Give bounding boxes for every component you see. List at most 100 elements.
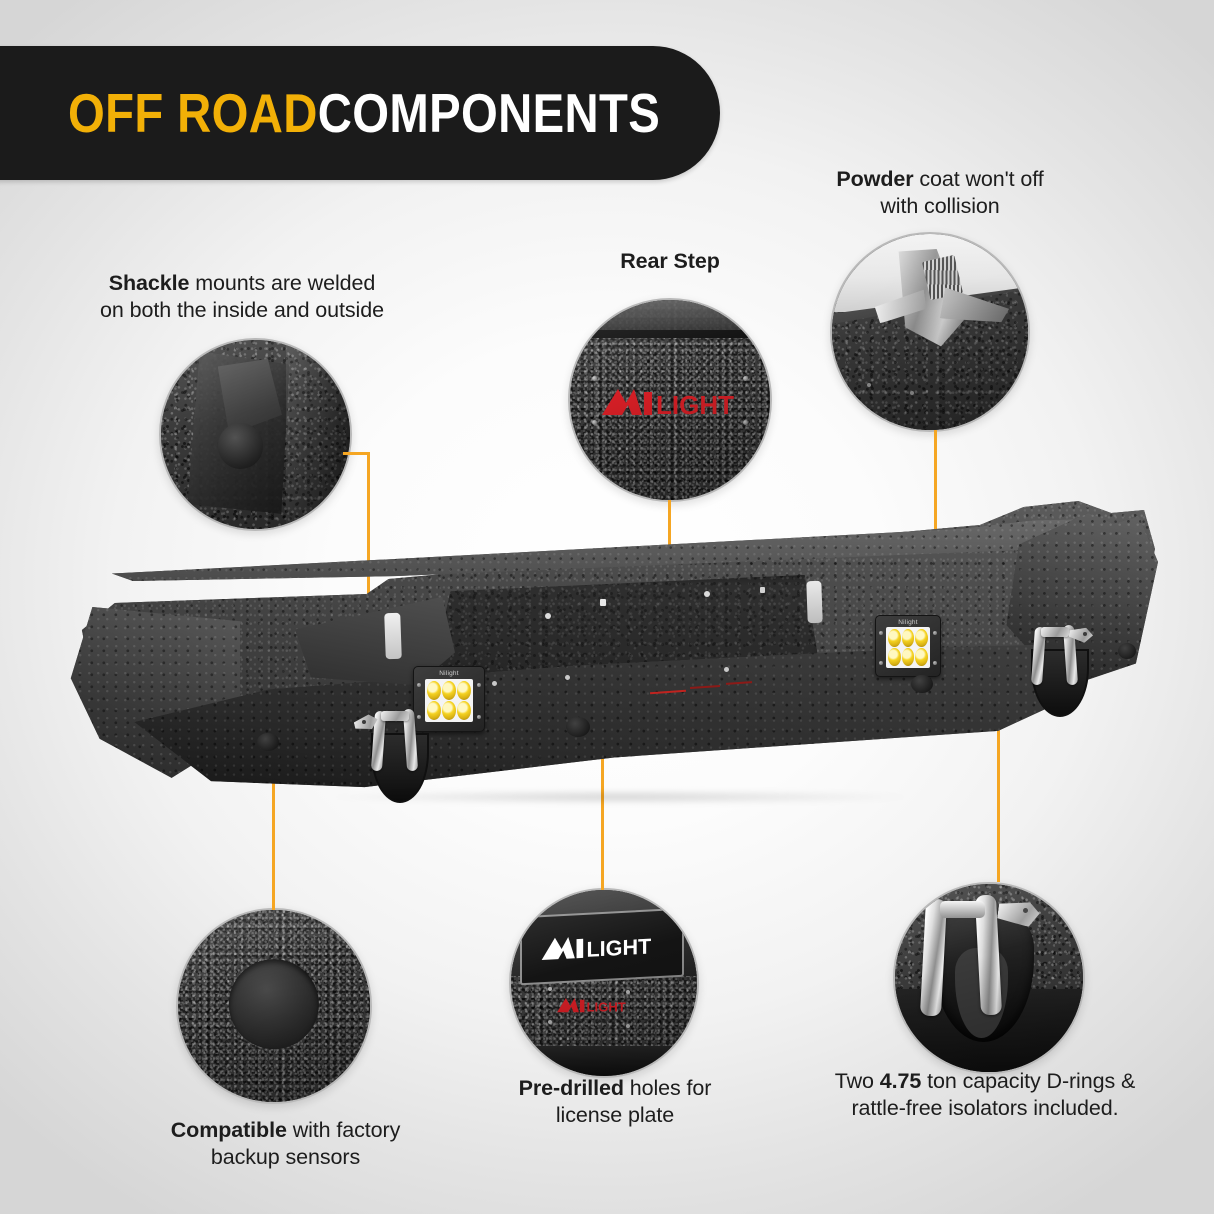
detail-circle-powder-coat xyxy=(830,232,1030,432)
step-screw xyxy=(743,376,748,381)
callout-label-powder-coat: Powder coat won't off with collision xyxy=(790,166,1090,220)
predrilled-hole xyxy=(545,613,551,619)
callout-label-shackle: Shackle mounts are welded on both the in… xyxy=(52,270,432,324)
callout-rest-license-plate: holes for license plate xyxy=(555,1076,712,1128)
callout-label-d-rings: Two 4.75 ton capacity D-rings & rattle-f… xyxy=(795,1068,1175,1122)
predrilled-hole xyxy=(760,587,765,593)
circle-shading xyxy=(895,884,1083,1072)
license-slot-left xyxy=(384,612,402,660)
product-shadow xyxy=(210,787,1030,807)
predrilled-hole xyxy=(724,667,729,672)
plate-lower-shade xyxy=(511,1046,697,1076)
led-bulb xyxy=(901,648,915,666)
detail-circle-rear-step: LIGHT xyxy=(568,298,772,502)
pod-screw xyxy=(933,631,937,635)
svg-text:LIGHT: LIGHT xyxy=(586,1000,625,1015)
led-bulb xyxy=(457,681,471,700)
d-ring-shackle-left xyxy=(353,707,445,812)
callout-bold-powder-coat: Powder xyxy=(836,167,914,191)
callout-rest-shackle: mounts are welded on both the inside and… xyxy=(100,271,384,323)
predrilled-hole xyxy=(492,681,497,686)
page-title: OFF ROADCOMPONENTS xyxy=(68,85,660,141)
detail-circle-license-plate: LIGHT LIGHT xyxy=(509,888,699,1078)
led-bulb xyxy=(901,629,915,647)
backup-sensor-hole-left xyxy=(257,733,279,751)
callout-label-rear-step: Rear Step xyxy=(565,248,775,275)
led-bulb xyxy=(427,681,441,700)
led-pod-face-left xyxy=(425,679,473,722)
callout-bold-rear-step: Rear Step xyxy=(620,249,720,273)
callout-prefix-d-rings: Two xyxy=(834,1069,880,1093)
surface-screw xyxy=(910,390,915,395)
led-pod-right: Nilight xyxy=(875,615,941,677)
predrilled-hole xyxy=(548,1020,553,1025)
sensor-hole xyxy=(228,959,320,1050)
connector-line-powder-coat xyxy=(934,430,937,548)
pod-screw xyxy=(477,715,481,719)
predrilled-hole xyxy=(600,599,606,606)
surface-screw xyxy=(867,382,872,387)
nilight-logo-red-small: LIGHT xyxy=(556,994,638,1016)
step-groove xyxy=(570,330,770,338)
led-pod-face-right xyxy=(886,627,930,668)
led-bulb xyxy=(888,648,901,666)
step-screw xyxy=(743,420,748,425)
predrilled-hole xyxy=(626,1023,631,1028)
circle-shading xyxy=(161,340,350,529)
callout-rest-d-rings: ton capacity D-rings & rattle-free isola… xyxy=(851,1069,1136,1121)
page-title-highlight: OFF ROAD xyxy=(68,81,318,144)
led-pod-brand-left: Nilight xyxy=(439,670,459,677)
connector-line-license-plate xyxy=(601,704,604,890)
callout-bold-backup-sensor: Compatible xyxy=(170,1118,287,1142)
step-screw xyxy=(592,420,597,425)
led-pod-brand-right: Nilight xyxy=(898,619,918,626)
led-bulb xyxy=(888,629,901,647)
callout-bold-shackle: Shackle xyxy=(108,271,190,295)
led-bulb xyxy=(442,701,456,720)
detail-circle-backup-sensor xyxy=(176,908,372,1104)
connector-line-backup-sensor xyxy=(272,768,275,910)
circle-shading xyxy=(178,910,370,1102)
predrilled-hole xyxy=(565,675,570,680)
circle-shading xyxy=(832,234,1028,430)
shackle-pin xyxy=(1041,627,1069,637)
page-title-rest: COMPONENTS xyxy=(317,81,661,144)
license-slot-right xyxy=(806,580,823,624)
backup-sensor-hole-right xyxy=(911,675,933,693)
step-screw xyxy=(592,376,597,381)
nilight-logo-icon: LIGHT xyxy=(556,998,625,1015)
shackle-pin xyxy=(940,900,986,918)
pod-screw xyxy=(879,661,883,665)
led-bulb xyxy=(915,629,928,647)
step-upper-edge xyxy=(570,300,770,332)
connector-line-shackle-h xyxy=(343,452,370,455)
callout-bold-d-rings: 4.75 xyxy=(879,1069,922,1093)
led-bulb xyxy=(915,648,928,666)
callout-rest-backup-sensor: with factory backup sensors xyxy=(210,1118,401,1170)
backup-sensor-hole-center xyxy=(566,717,590,737)
detail-circle-d-ring xyxy=(893,882,1085,1074)
pod-screw xyxy=(879,631,883,635)
predrilled-hole xyxy=(704,591,710,597)
pin-hole xyxy=(1022,908,1028,914)
bracket-hole xyxy=(217,423,264,469)
pod-screw xyxy=(417,715,421,719)
pod-screw xyxy=(417,683,421,687)
callout-label-license-plate: Pre-drilled holes for license plate xyxy=(475,1075,755,1129)
led-pod-left: Nilight xyxy=(413,666,485,732)
connector-line-d-ring xyxy=(997,718,1000,882)
header-banner: OFF ROADCOMPONENTS xyxy=(0,46,720,180)
license-plate: LIGHT xyxy=(520,908,684,986)
led-bulb xyxy=(457,701,471,720)
d-ring-shackle-right xyxy=(1015,623,1107,728)
nilight-logo-white-icon: LIGHT xyxy=(541,934,651,962)
led-bulb xyxy=(427,701,441,720)
detail-circle-shackle-mount xyxy=(159,338,352,531)
callout-bold-license-plate: Pre-drilled xyxy=(518,1076,624,1100)
callout-rest-powder-coat: coat won't off with collision xyxy=(880,167,1044,219)
circle-shading xyxy=(511,890,697,1076)
product-image-bumper: Nilight Nilight xyxy=(60,495,1158,825)
nilight-logo-red: LIGHT xyxy=(600,386,740,418)
circle-shading xyxy=(570,300,770,500)
nilight-logo-icon: LIGHT xyxy=(602,389,734,418)
